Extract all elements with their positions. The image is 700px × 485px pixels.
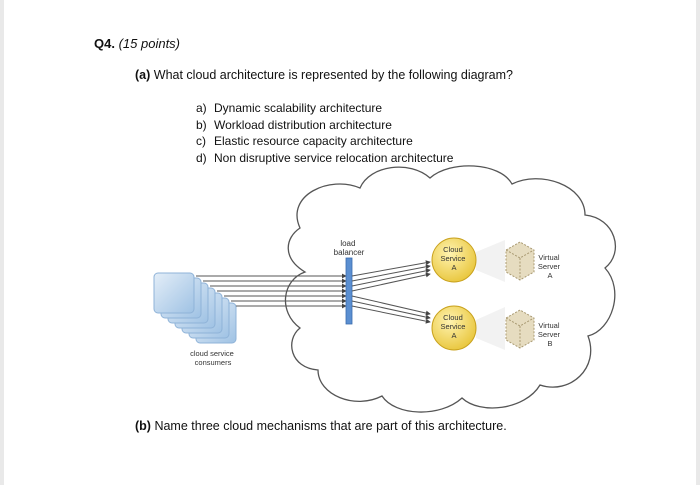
option-a: a) Dynamic scalability architecture (196, 100, 453, 117)
part-a-label: (a) (135, 68, 151, 82)
part-b-text: Name three cloud mechanisms that are par… (154, 419, 507, 433)
virtual-server-bottom-label: Virtual Server B (538, 321, 562, 348)
option-c: c) Elastic resource capacity architecture (196, 133, 453, 150)
service-beam-bottom (476, 307, 505, 350)
cloud-outline (284, 165, 616, 413)
part-b-label: (b) (135, 419, 151, 433)
option-letter: c) (196, 134, 206, 148)
consumers-label: cloud service consumers (190, 349, 236, 367)
option-text: Dynamic scalability architecture (214, 101, 383, 115)
part-a-text: What cloud architecture is represented b… (153, 68, 513, 82)
cloud-service-bottom-label: Cloud Service A (440, 313, 467, 340)
virtual-server-bottom-icon (505, 309, 535, 349)
virtual-server-top-label: Virtual Server A (538, 253, 562, 280)
service-beam-top (476, 240, 505, 282)
balancer-distribution-lines (351, 260, 431, 324)
options-list: a) Dynamic scalability architecture b) Wor… (196, 100, 453, 166)
part-b-prompt: (b) Name three cloud mechanisms that are… (135, 419, 507, 433)
virtual-server-top-icon (505, 241, 535, 281)
cloud-service-consumers-icon (153, 272, 237, 344)
cloud-service-top-icon (431, 237, 477, 283)
option-d: d) Non disruptive service relocation arch… (196, 150, 453, 167)
load-balancer-label: load balancer (334, 239, 365, 257)
part-a-prompt: (a) What cloud architecture is represent… (135, 68, 513, 82)
cloud-service-top-label: Cloud Service A (440, 245, 467, 272)
option-letter: b) (196, 117, 207, 132)
option-b: b) Workload distribution architecture (196, 117, 453, 134)
load-balancer-icon (345, 257, 353, 325)
question-points: (15 points) (118, 36, 181, 51)
question-number: Q4. (94, 36, 115, 51)
cloud-service-bottom-icon (431, 305, 477, 351)
consumer-request-lines (196, 273, 347, 309)
option-letter: a) (196, 101, 207, 115)
option-letter: d) (196, 150, 207, 165)
option-text: Non disruptive service relocation archit… (214, 150, 454, 165)
option-text: Elastic resource capacity architecture (214, 134, 413, 148)
question-title: Q4. (15 points) (94, 36, 180, 51)
option-text: Workload distribution architecture (214, 117, 392, 132)
